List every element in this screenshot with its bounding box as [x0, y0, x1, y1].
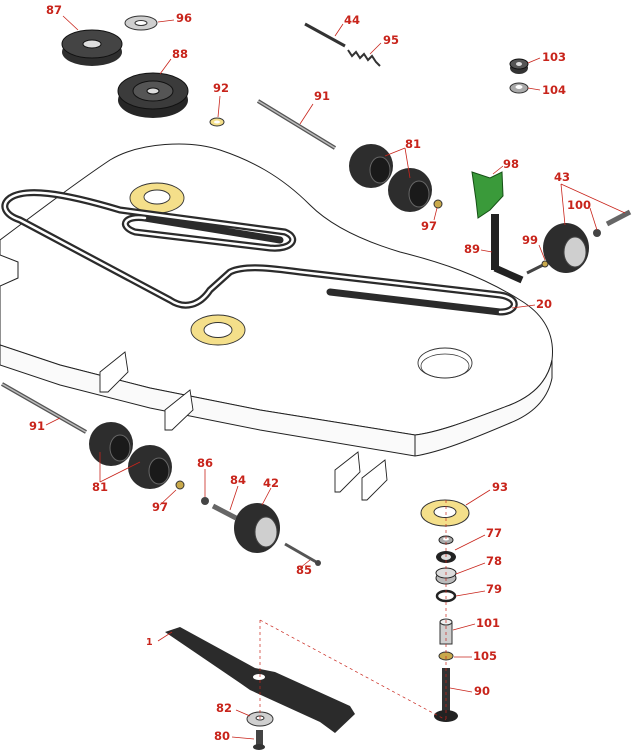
- bolt-100: [593, 209, 632, 237]
- callout-84: 84: [230, 473, 247, 487]
- callout-97-front: 97: [152, 500, 169, 514]
- callout-103: 103: [542, 50, 567, 64]
- housing-78: [435, 567, 457, 585]
- bearing-104: [509, 82, 529, 94]
- callout-99: 99: [522, 233, 539, 247]
- spacer-84: [211, 503, 238, 521]
- callout-81-rear: 81: [405, 137, 422, 151]
- bracket-98: [471, 171, 504, 219]
- blade-bolt-80: [253, 730, 265, 750]
- bolt-44: [304, 22, 346, 48]
- callout-80: 80: [214, 729, 231, 743]
- callout-96: 96: [176, 11, 193, 25]
- mower-deck-shell: [0, 143, 554, 457]
- wheel-42: [234, 503, 280, 553]
- deck-spindle-plate-left: [129, 182, 185, 214]
- callout-78: 78: [486, 554, 503, 568]
- callout-86: 86: [197, 456, 214, 470]
- callout-97-rear: 97: [421, 219, 438, 233]
- callout-101: 101: [476, 616, 501, 630]
- callout-85: 85: [296, 563, 313, 577]
- callout-87: 87: [46, 3, 63, 17]
- callout-88: 88: [172, 47, 189, 61]
- axle-91-front: [1, 382, 87, 434]
- callout-104: 104: [542, 83, 567, 97]
- bolt-85: [284, 542, 321, 566]
- callout-91-rear: 91: [314, 89, 331, 103]
- nut-97-front: [175, 480, 185, 490]
- bushing-92: [209, 117, 225, 127]
- callout-81-front: 81: [92, 480, 109, 494]
- callout-90: 90: [474, 684, 491, 698]
- callout-82: 82: [216, 701, 233, 715]
- callout-42: 42: [263, 476, 280, 490]
- axle-91-rear: [256, 99, 337, 150]
- deck-mount-brackets: [99, 351, 388, 501]
- callout-89: 89: [464, 242, 481, 256]
- callout-93: 93: [492, 480, 509, 494]
- leader-lines: [45, 15, 626, 740]
- pulley-87: [61, 29, 123, 66]
- callout-20: 20: [536, 297, 553, 311]
- callout-91-front: 91: [29, 419, 46, 433]
- spring-95: [347, 49, 381, 67]
- shaft-99: [526, 260, 549, 275]
- deck-spindle-plate-center: [190, 314, 246, 346]
- pulley-88: [117, 72, 189, 118]
- spindle-plate-93: [420, 499, 470, 527]
- callout-100: 100: [567, 198, 592, 212]
- callout-1: 1: [146, 637, 153, 648]
- callout-44: 44: [344, 13, 361, 27]
- deck-spindle-hole-right: [417, 347, 473, 379]
- arm-89: [491, 214, 524, 284]
- callout-77: 77: [486, 526, 503, 540]
- roller-81-rear-a: [349, 144, 393, 188]
- roller-81-front-a: [89, 422, 133, 466]
- callout-95: 95: [383, 33, 400, 47]
- alignment-guides: [259, 500, 447, 721]
- callout-92: 92: [213, 81, 230, 95]
- roller-81-front-b: [128, 445, 172, 489]
- callout-43: 43: [554, 170, 571, 184]
- callout-105: 105: [473, 649, 498, 663]
- roller-81-rear-b: [388, 168, 432, 212]
- nut-97-rear: [433, 199, 443, 209]
- bearing-103: [509, 58, 529, 74]
- wheel-43: [543, 223, 589, 273]
- callout-98: 98: [503, 157, 520, 171]
- washer-96: [124, 15, 158, 31]
- nut-86: [201, 497, 209, 505]
- callout-79: 79: [486, 582, 503, 596]
